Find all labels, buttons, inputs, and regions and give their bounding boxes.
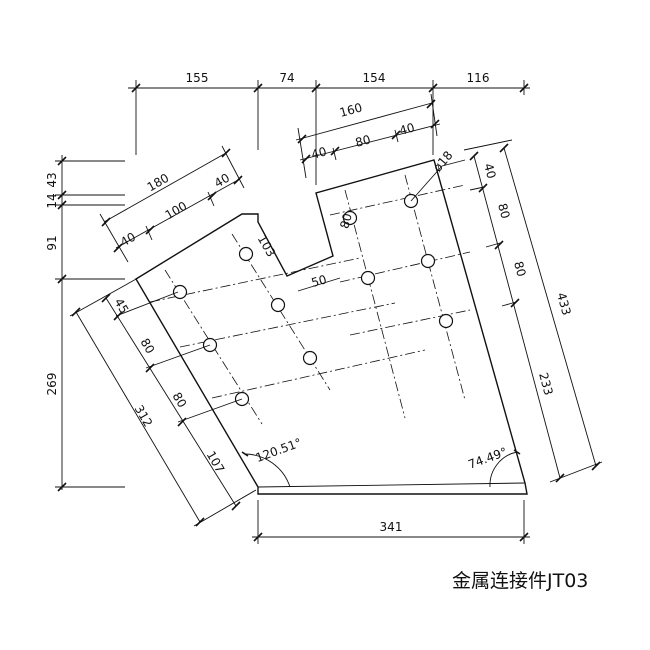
upper-right-slanted-chain xyxy=(295,93,441,179)
bolt-hole xyxy=(302,350,318,366)
bolt-hole xyxy=(172,284,188,300)
dim-43: 43 xyxy=(45,172,59,187)
dim-312: 312 xyxy=(132,403,156,430)
dim-341: 341 xyxy=(380,520,403,534)
dim-14: 14 xyxy=(45,193,59,208)
dim-hole-gap-80: 80 xyxy=(337,212,354,230)
bolt-hole xyxy=(420,253,436,269)
dim-180: 180 xyxy=(145,171,172,195)
dim-433: 433 xyxy=(554,291,573,317)
dim-left-40-b: 40 xyxy=(212,171,232,191)
left-vertical-chain xyxy=(55,155,125,492)
dim-right-40: 40 xyxy=(481,162,498,180)
dim-40-b: 40 xyxy=(398,120,416,137)
bottom-dimension xyxy=(252,500,530,544)
plate-bottom-edge xyxy=(257,482,526,488)
angle-arc-left xyxy=(243,453,291,488)
dim-269: 269 xyxy=(45,373,59,396)
dim-50: 50 xyxy=(310,272,328,289)
dim-50-line xyxy=(297,277,341,292)
plate-outline xyxy=(135,159,528,495)
dim-100: 100 xyxy=(163,199,190,223)
dim-top-116: 116 xyxy=(467,71,490,85)
dim-233: 233 xyxy=(536,371,555,397)
right-slanted-chain xyxy=(463,139,603,483)
hole-leader xyxy=(410,165,443,202)
dim-slant-80-b: 80 xyxy=(170,390,190,410)
dim-top-155: 155 xyxy=(186,71,209,85)
bolt-hole xyxy=(270,297,286,313)
bolt-hole xyxy=(238,246,254,262)
drawing-caption: 金属连接件JT03 xyxy=(452,570,589,592)
upper-left-slanted-chain xyxy=(99,145,245,263)
dim-hole-diameter: ø18 xyxy=(430,148,455,174)
dim-right-80-a: 80 xyxy=(495,202,512,220)
left-centerlines xyxy=(149,233,426,425)
dim-slant-80-a: 80 xyxy=(138,336,158,356)
dim-left-40-a: 40 xyxy=(118,230,138,250)
bolt-hole xyxy=(360,270,376,286)
top-dimension-chain xyxy=(128,80,530,185)
dim-103: 103 xyxy=(255,233,279,260)
dim-top-154: 154 xyxy=(363,71,386,85)
bolt-hole xyxy=(438,313,454,329)
dim-80: 80 xyxy=(354,132,372,149)
bolt-hole xyxy=(342,210,358,226)
angle-right: 74.49° xyxy=(466,445,509,472)
hole-leader xyxy=(441,159,466,167)
angle-arc-right xyxy=(489,451,518,488)
bolt-holes xyxy=(172,193,454,407)
dim-45: 45 xyxy=(112,296,132,316)
dim-107: 107 xyxy=(204,449,228,476)
dim-160: 160 xyxy=(338,100,364,119)
dim-40-a: 40 xyxy=(310,144,328,161)
angle-left: 120.51° xyxy=(254,435,304,465)
left-slanted-chain xyxy=(69,277,257,527)
dim-91: 91 xyxy=(45,235,59,250)
dim-top-74: 74 xyxy=(279,71,294,85)
dim-right-80-b: 80 xyxy=(511,260,528,278)
